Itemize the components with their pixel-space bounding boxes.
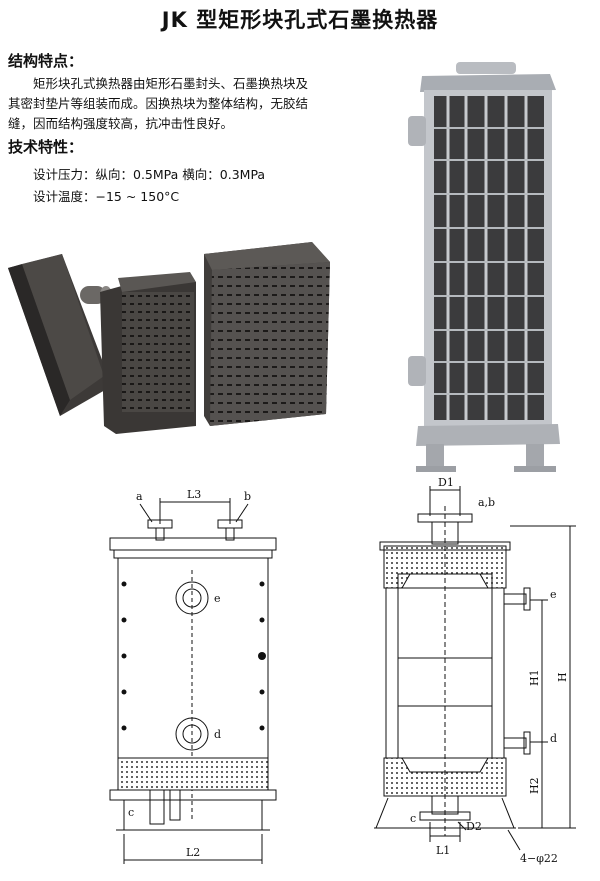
- structure-paragraph: 矩形块孔式换热器由矩形石墨封头、石墨换热块及 其密封垫片等组装而成。因换热块为整…: [8, 74, 393, 134]
- nozzle-d-label-side: d: [550, 732, 557, 745]
- front-elevation-drawing: L3 a b e d c L2: [109, 490, 277, 864]
- nozzle-d-label: d: [214, 728, 221, 741]
- page-title: JK 型矩形块孔式石墨换热器: [161, 8, 439, 32]
- dim-h-label: H: [556, 672, 569, 682]
- structure-line-1: 矩形块孔式换热器由矩形石墨封头、石墨换热块及: [33, 76, 309, 91]
- bolt-spec-label: 4−φ22: [520, 852, 558, 865]
- nozzle-a-label: a: [136, 490, 143, 503]
- nozzle-c-label: c: [128, 806, 134, 819]
- nozzle-ab-label: a,b: [478, 496, 495, 509]
- dim-d1-label: D1: [438, 476, 454, 489]
- dim-h1-label: H1: [528, 669, 541, 686]
- side-section-drawing: D1 a,b e d H1 H H2 c D2 L1 4−φ22: [374, 476, 576, 865]
- assembled-exchanger-photo: [408, 62, 560, 472]
- dim-h2-label: H2: [528, 777, 541, 794]
- nozzle-c-label-side: c: [410, 812, 416, 825]
- structure-line-2: 其密封垫片等组装而成。因换热块为整体结构，无胶结: [8, 96, 309, 111]
- nozzle-b-label: b: [244, 490, 251, 503]
- nozzle-e-label-side: e: [550, 588, 557, 601]
- structure-heading: 结构特点：: [8, 52, 84, 70]
- dim-l2-label: L2: [186, 846, 200, 859]
- dim-l3-label: L3: [187, 490, 201, 501]
- structure-line-3: 缝，因而结构强度较高，抗冲击性良好。: [8, 116, 234, 131]
- dim-d2-label: D2: [466, 820, 482, 833]
- design-temperature: 设计温度：−15 ~ 150°C: [33, 189, 180, 204]
- nozzle-e-label: e: [214, 592, 221, 605]
- technical-heading: 技术特性：: [8, 138, 84, 156]
- graphite-blocks-photo: [8, 242, 330, 434]
- dim-l1-label: L1: [436, 844, 450, 857]
- design-pressure: 设计压力：纵向：0.5MPa 横向：0.3MPa: [33, 167, 266, 182]
